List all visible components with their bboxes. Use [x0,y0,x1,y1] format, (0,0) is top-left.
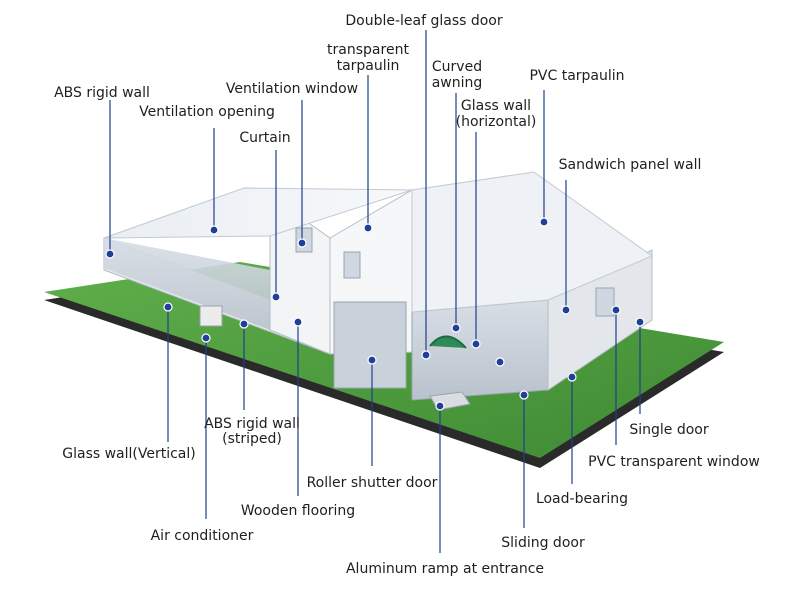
dot-roller-shutter-door [367,355,377,365]
label-abs-rigid-wall: ABS rigid wall [54,85,150,101]
dot-glass-wall-front [495,357,505,367]
label-abs-rigid-wall-striped-line2: (striped) [222,431,282,447]
labels: Double-leaf glass door transparent tarpa… [54,13,760,577]
front-small-window [343,251,361,279]
dot-abs-rigid-wall [105,249,115,259]
label-sandwich-panel-wall: Sandwich panel wall [559,157,702,173]
label-ventilation-window: Ventilation window [226,81,358,97]
label-abs-rigid-wall-striped-line1: ABS rigid wall [204,416,300,432]
label-glass-wall-horizontal-line2: (horizontal) [456,114,537,130]
roller-shutter-door [333,301,407,389]
dot-aluminum-ramp [435,401,445,411]
curved-awning-shape [429,335,467,349]
air-conditioner-unit [199,305,223,327]
tent-body [103,171,654,411]
dot-glass-wall-horizontal [471,339,481,349]
label-sliding-door: Sliding door [501,535,585,551]
label-double-leaf-glass-door: Double-leaf glass door [345,13,503,29]
dot-wooden-flooring [293,317,303,327]
leader-dots [105,217,645,411]
dot-curtain [271,292,281,302]
label-aluminum-ramp: Aluminum ramp at entrance [346,561,544,577]
label-load-bearing: Load-bearing [536,491,628,507]
label-curved-awning-line2: awning [432,75,483,91]
left-glass-section [104,238,270,330]
dot-sandwich-panel-wall [561,305,571,315]
label-single-door: Single door [629,422,709,438]
label-air-conditioner: Air conditioner [151,528,254,544]
dot-ventilation-opening [209,225,219,235]
front-glass-wall [411,299,549,401]
arched-window-right [595,287,615,317]
label-pvc-transparent-window: PVC transparent window [588,454,760,470]
dot-pvc-transparent-window [611,305,621,315]
dot-double-leaf-glass-door [421,350,431,360]
label-pvc-tarpaulin: PVC tarpaulin [529,68,624,84]
label-curtain: Curtain [239,130,290,146]
dot-single-door [635,317,645,327]
label-glass-wall-vertical: Glass wall(Vertical) [62,446,196,462]
dot-load-bearing [567,372,577,382]
dot-abs-rigid-wall-striped [239,319,249,329]
label-transparent-tarpaulin-line2: tarpaulin [337,58,400,74]
label-transparent-tarpaulin-line1: transparent [327,42,409,58]
label-wooden-flooring: Wooden flooring [241,503,355,519]
dot-pvc-tarpaulin [539,217,549,227]
label-ventilation-opening: Ventilation opening [139,104,275,120]
label-roller-shutter-door: Roller shutter door [307,475,438,491]
dot-ventilation-window [297,238,307,248]
dot-curved-awning [451,323,461,333]
label-curved-awning-line1: Curved [432,59,482,75]
dot-sliding-door [519,390,529,400]
roof-right-slope [411,171,654,313]
label-glass-wall-horizontal-line1: Glass wall [461,98,531,114]
dot-air-conditioner [201,333,211,343]
dot-transparent-tarpaulin [363,223,373,233]
leader-lines [109,30,641,553]
dot-glass-wall-vertical [163,302,173,312]
